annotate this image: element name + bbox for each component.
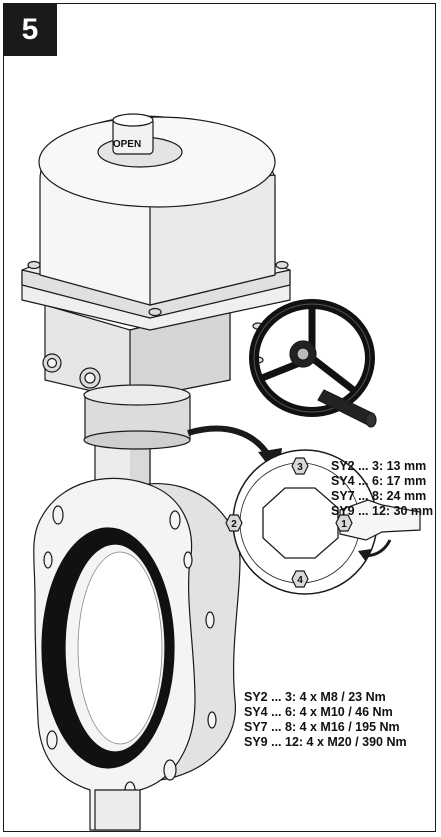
handwheel (249, 299, 377, 428)
bolt-marker-1 (335, 514, 353, 532)
bolt-torque-item: SY2 ... 3: 4 x M8 / 23 Nm (244, 690, 386, 704)
wrench-size-item: SY2 ... 3: 13 mm (331, 459, 427, 473)
bolt-label-3: 3 (297, 462, 303, 473)
wrench-size-item: SY9 ... 12: 30 mm (331, 504, 434, 518)
indicator-open-label: OPEN (113, 139, 141, 150)
bolt-torque-item: SY9 ... 12: 4 x M20 / 390 Nm (244, 735, 407, 749)
bolt-torque-item: SY4 ... 6: 4 x M10 / 46 Nm (244, 705, 393, 719)
bolt-marker-2 (225, 514, 243, 532)
bolt-torque-list: SY2 ... 3: 4 x M8 / 23 Nm SY4 ... 6: 4 x… (244, 690, 407, 750)
bolt-label-2: 2 (231, 519, 237, 530)
actuator-housing (21, 113, 291, 450)
bolt-torque-item: SY7 ... 8: 4 x M16 / 195 Nm (244, 720, 400, 734)
bolt-label-4: 4 (297, 575, 303, 586)
bolt-marker-3 (291, 457, 309, 475)
valve-liner (41, 527, 175, 769)
wrench-size-item: SY7 ... 8: 24 mm (331, 489, 427, 503)
bolt-label-1: 1 (341, 519, 347, 530)
bolt-marker-4 (291, 570, 309, 588)
wrench-size-list: SY2 ... 3: 13 mm SY4 ... 6: 17 mm SY7 ..… (331, 459, 433, 519)
figure-frame (3, 3, 436, 832)
wrench-size-item: SY4 ... 6: 17 mm (331, 474, 427, 488)
step-number-badge: 5 (3, 3, 57, 56)
